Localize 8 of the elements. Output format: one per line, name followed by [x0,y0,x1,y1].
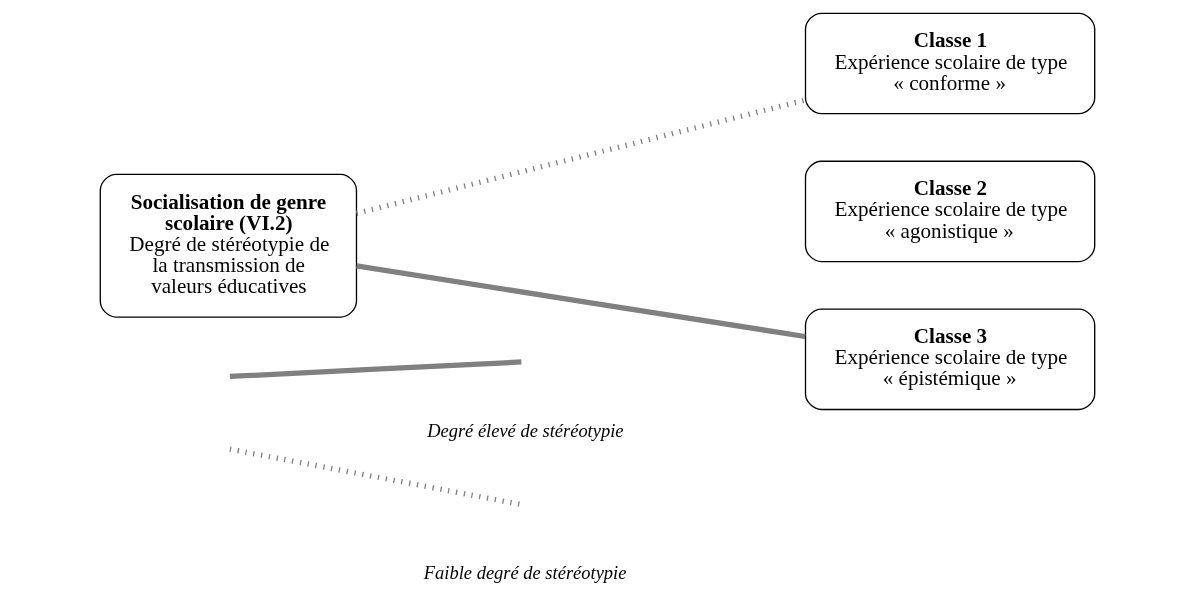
legend-label: Degré élevé de stéréotypie [426,420,624,441]
node-box: Classe 3 Expérience scolaire de type « épistémique » [804,308,1095,411]
node-box: Classe 1 Expérience scolaire de type « conforme » [804,12,1095,115]
connector [355,263,806,340]
legend-label: Faible degré de stéréotypie [423,563,626,584]
node-box: Classe 2 Expérience scolaire de type « agonistique » [804,160,1095,263]
node-box: Socialisation de genre scolaire (VI.2) Degré de stéréotypie de la transmission de valeurs éducatives [99,173,357,318]
connector [355,97,806,216]
